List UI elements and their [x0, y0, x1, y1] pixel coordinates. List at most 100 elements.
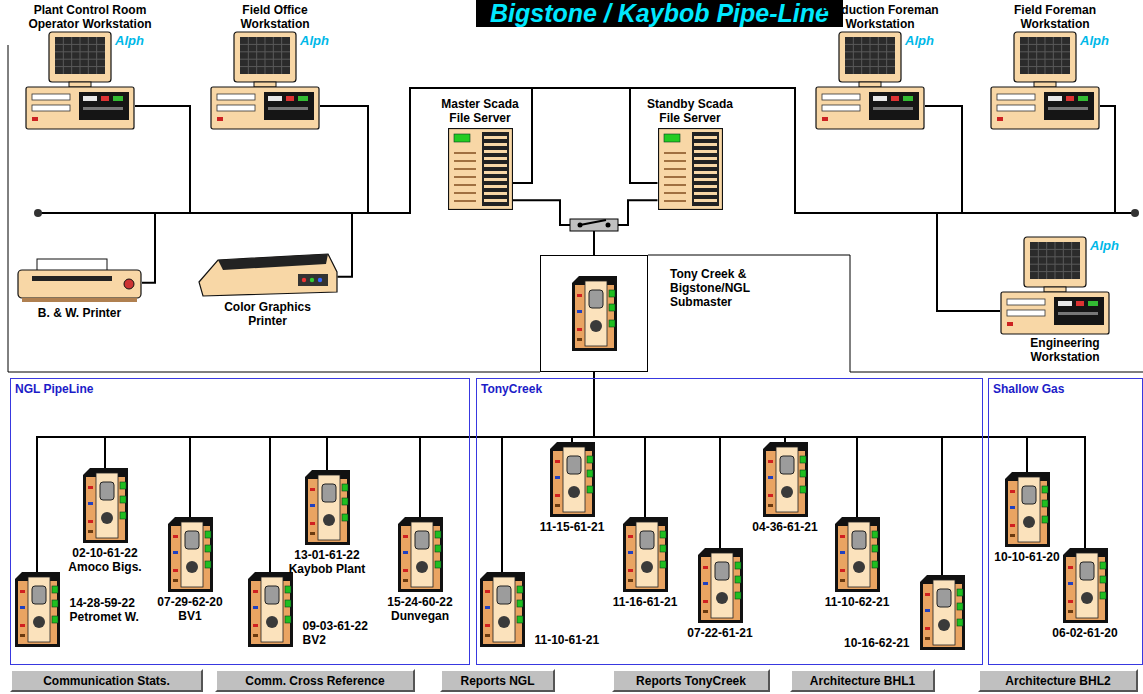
switch-pivot [578, 223, 583, 228]
terminal-dot [768, 476, 773, 479]
status-led [587, 456, 593, 463]
screen-grid [71, 37, 72, 74]
io-module [100, 482, 114, 500]
terminal-dot [20, 624, 25, 627]
screen-grid [1036, 37, 1037, 74]
disk-drive [822, 94, 860, 100]
io-module [567, 456, 581, 474]
status-led [800, 470, 806, 477]
cabinet-door [563, 447, 585, 512]
io-module [185, 531, 199, 549]
disk-drive [217, 105, 255, 111]
device-label: Field Foreman Workstation [990, 3, 1120, 31]
terminal-dot [485, 590, 490, 593]
monitor-case [1014, 32, 1076, 82]
panel-part [1048, 107, 1088, 110]
workstation: Production Foreman WorkstationAlph [815, 3, 945, 131]
meter [186, 561, 198, 573]
vent-line [664, 160, 686, 162]
network-link [513, 88, 1116, 213]
device-label: Standby Scada File Server [640, 97, 740, 125]
status-led [205, 561, 211, 568]
drive-slot [484, 157, 507, 160]
io-module [780, 456, 794, 474]
server-icon [658, 128, 723, 210]
rtu-label: 02-10-61-22 Amoco Bigs. [65, 546, 145, 574]
button-label: Comm. Cross Reference [245, 674, 384, 688]
rtu-icon [1005, 472, 1050, 547]
screen-grid [264, 37, 265, 74]
rtu-label: 07-29-62-20 BV1 [150, 595, 230, 623]
cabinet-body [698, 548, 743, 623]
network-link [513, 88, 658, 183]
terminal-dot [840, 579, 845, 582]
io-module [715, 562, 729, 580]
cabinet-door [96, 473, 118, 538]
workstation-icon-frame: Alph [1000, 236, 1130, 336]
screen-grid [886, 37, 887, 74]
front-panel [1054, 297, 1104, 325]
panel-part [1048, 96, 1062, 101]
terminal-dot [88, 486, 93, 489]
vent-line [664, 176, 686, 178]
screen-grid [1046, 242, 1047, 279]
nav-button: Communication Stats. [10, 669, 203, 692]
monitor-case [49, 32, 111, 82]
network-link [572, 372, 594, 442]
monitor-stand [859, 82, 881, 87]
io-module [497, 586, 511, 604]
status-led [120, 482, 126, 489]
desktop-case [816, 87, 924, 129]
status-led [609, 304, 615, 311]
rtu-icon [168, 517, 213, 592]
device-label: Engineering Workstation [1000, 336, 1130, 364]
vent-line [664, 152, 686, 154]
screen-grid [88, 37, 89, 74]
power-light [822, 117, 828, 121]
rtu-icon [248, 572, 293, 647]
network-link [37, 372, 594, 572]
panel-part [101, 96, 109, 101]
cabinet-door [636, 522, 658, 587]
cabinet-door [1076, 553, 1098, 618]
status-led [1100, 562, 1106, 569]
status-led [660, 531, 666, 538]
terminal-dot [1068, 610, 1073, 613]
monitor-screen [55, 37, 105, 74]
panel-part [113, 96, 123, 101]
rtu-icon [763, 442, 808, 517]
workstation-icon-frame: Alph [815, 31, 945, 131]
rtu-icon [835, 517, 880, 592]
panel-part [903, 96, 913, 101]
meter [101, 512, 113, 524]
cabinet-body [763, 442, 808, 517]
disk-drive [997, 94, 1035, 100]
rtu-icon [623, 517, 668, 592]
power-light [997, 117, 1003, 121]
status-led [872, 561, 878, 568]
disk-drive [822, 105, 860, 111]
status-led [1042, 516, 1048, 523]
disk-drive [1007, 310, 1045, 316]
rtu-label: 13-01-61-22 Kaybob Plant [287, 548, 367, 576]
terminal-dot [925, 627, 930, 630]
button-label: Reports NGL [460, 674, 534, 688]
screen-grid [256, 37, 257, 74]
cabinet-door [181, 522, 203, 587]
terminal-dot [173, 551, 178, 554]
terminal-dot [1010, 524, 1015, 527]
terminal-dot [768, 460, 773, 463]
status-led [342, 484, 348, 491]
network-link [502, 372, 594, 572]
monitor-screen [240, 37, 290, 74]
drive-slot [694, 150, 717, 153]
screen-grid [63, 37, 64, 74]
device-label: Color Graphics Printer [213, 300, 323, 328]
panel-part [1058, 301, 1072, 306]
screen-grid [1054, 242, 1055, 279]
terminal-dot [88, 502, 93, 505]
terminal-dot [1068, 582, 1073, 585]
meter [641, 561, 653, 573]
nav-button: Architecture BHL1 [790, 669, 935, 692]
network-link [105, 372, 594, 468]
